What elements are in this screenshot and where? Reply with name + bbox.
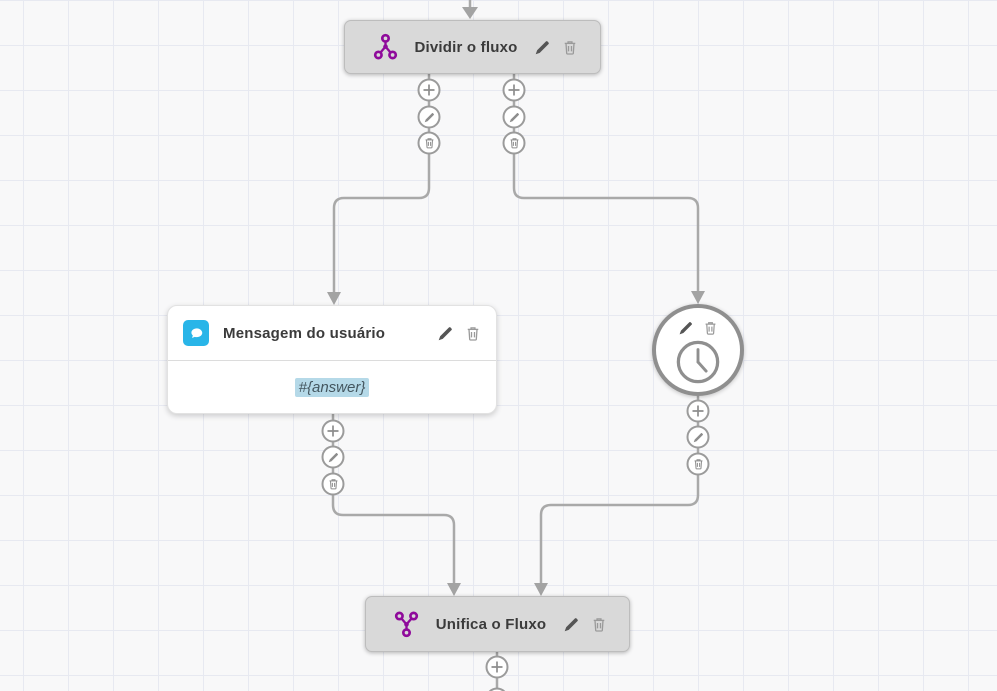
port-add-button[interactable]: [485, 655, 509, 679]
edit-node-button[interactable]: [437, 325, 454, 342]
merge-flow-icon: [394, 610, 419, 638]
delete-node-button[interactable]: [562, 39, 578, 56]
port-edit-button[interactable]: [321, 445, 345, 469]
node-title: Mensagem do usuário: [223, 324, 386, 342]
port-delete-button[interactable]: [686, 452, 710, 476]
node-split-flow[interactable]: Dividir o fluxo: [344, 20, 601, 74]
port-add-button[interactable]: [502, 78, 526, 102]
port-delete-button[interactable]: [321, 472, 345, 496]
node-header: Mensagem do usuário: [168, 306, 496, 362]
edit-node-button[interactable]: [563, 616, 580, 633]
port-edit-button[interactable]: [417, 105, 441, 129]
port-add-button[interactable]: [686, 399, 710, 423]
node-wait-clock[interactable]: [652, 304, 744, 396]
node-title: Dividir o fluxo: [414, 38, 518, 56]
port-delete-button[interactable]: [417, 131, 441, 155]
port-edit-button[interactable]: [502, 105, 526, 129]
edit-node-button[interactable]: [534, 39, 551, 56]
node-title: Unifica o Fluxo: [435, 615, 547, 633]
port-add-button[interactable]: [321, 419, 345, 443]
node-user-message[interactable]: Mensagem do usuário #{ans: [167, 305, 497, 414]
chat-bubble-icon: [183, 320, 209, 347]
delete-node-button[interactable]: [591, 616, 607, 633]
node-body[interactable]: #{answer}: [168, 361, 496, 413]
clock-icon: [675, 339, 721, 385]
delete-node-button[interactable]: [703, 320, 718, 336]
port-delete-button[interactable]: [502, 131, 526, 155]
port-add-button[interactable]: [417, 78, 441, 102]
delete-node-button[interactable]: [465, 325, 481, 342]
split-flow-icon: [373, 33, 398, 61]
variable-chip: #{answer}: [294, 377, 370, 397]
edit-node-button[interactable]: [678, 320, 694, 336]
port-edit-button[interactable]: [686, 425, 710, 449]
node-merge-flow[interactable]: Unifica o Fluxo: [365, 596, 630, 652]
